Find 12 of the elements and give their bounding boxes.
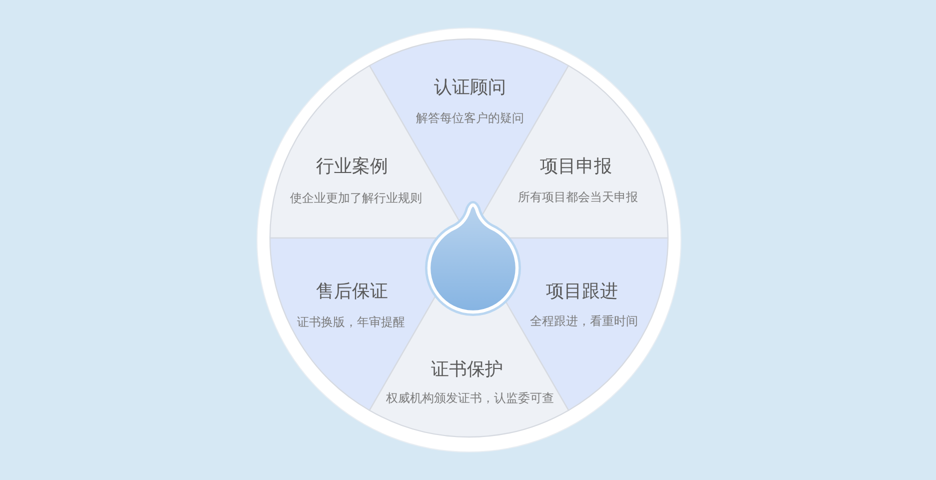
sector-description: 解答每位客户的疑问 <box>416 110 524 126</box>
sector-description: 证书换版，年审提醒 <box>297 314 405 330</box>
sector-title: 行业案例 <box>316 156 388 178</box>
sector-description: 全程跟进，看重时间 <box>530 314 638 328</box>
sector-description: 权威机构颁发证书，认监委可查 <box>386 390 554 406</box>
sector-title: 项目跟进 <box>546 281 618 303</box>
sector-description: 使企业更加了解行业规则 <box>290 190 422 206</box>
sector-title: 项目申报 <box>540 156 612 178</box>
sector-description: 所有项目都会当天申报 <box>518 190 638 204</box>
sector-title: 证书保护 <box>431 359 503 381</box>
sector-title: 售后保证 <box>316 281 388 303</box>
sector-title: 认证顾问 <box>434 77 506 99</box>
